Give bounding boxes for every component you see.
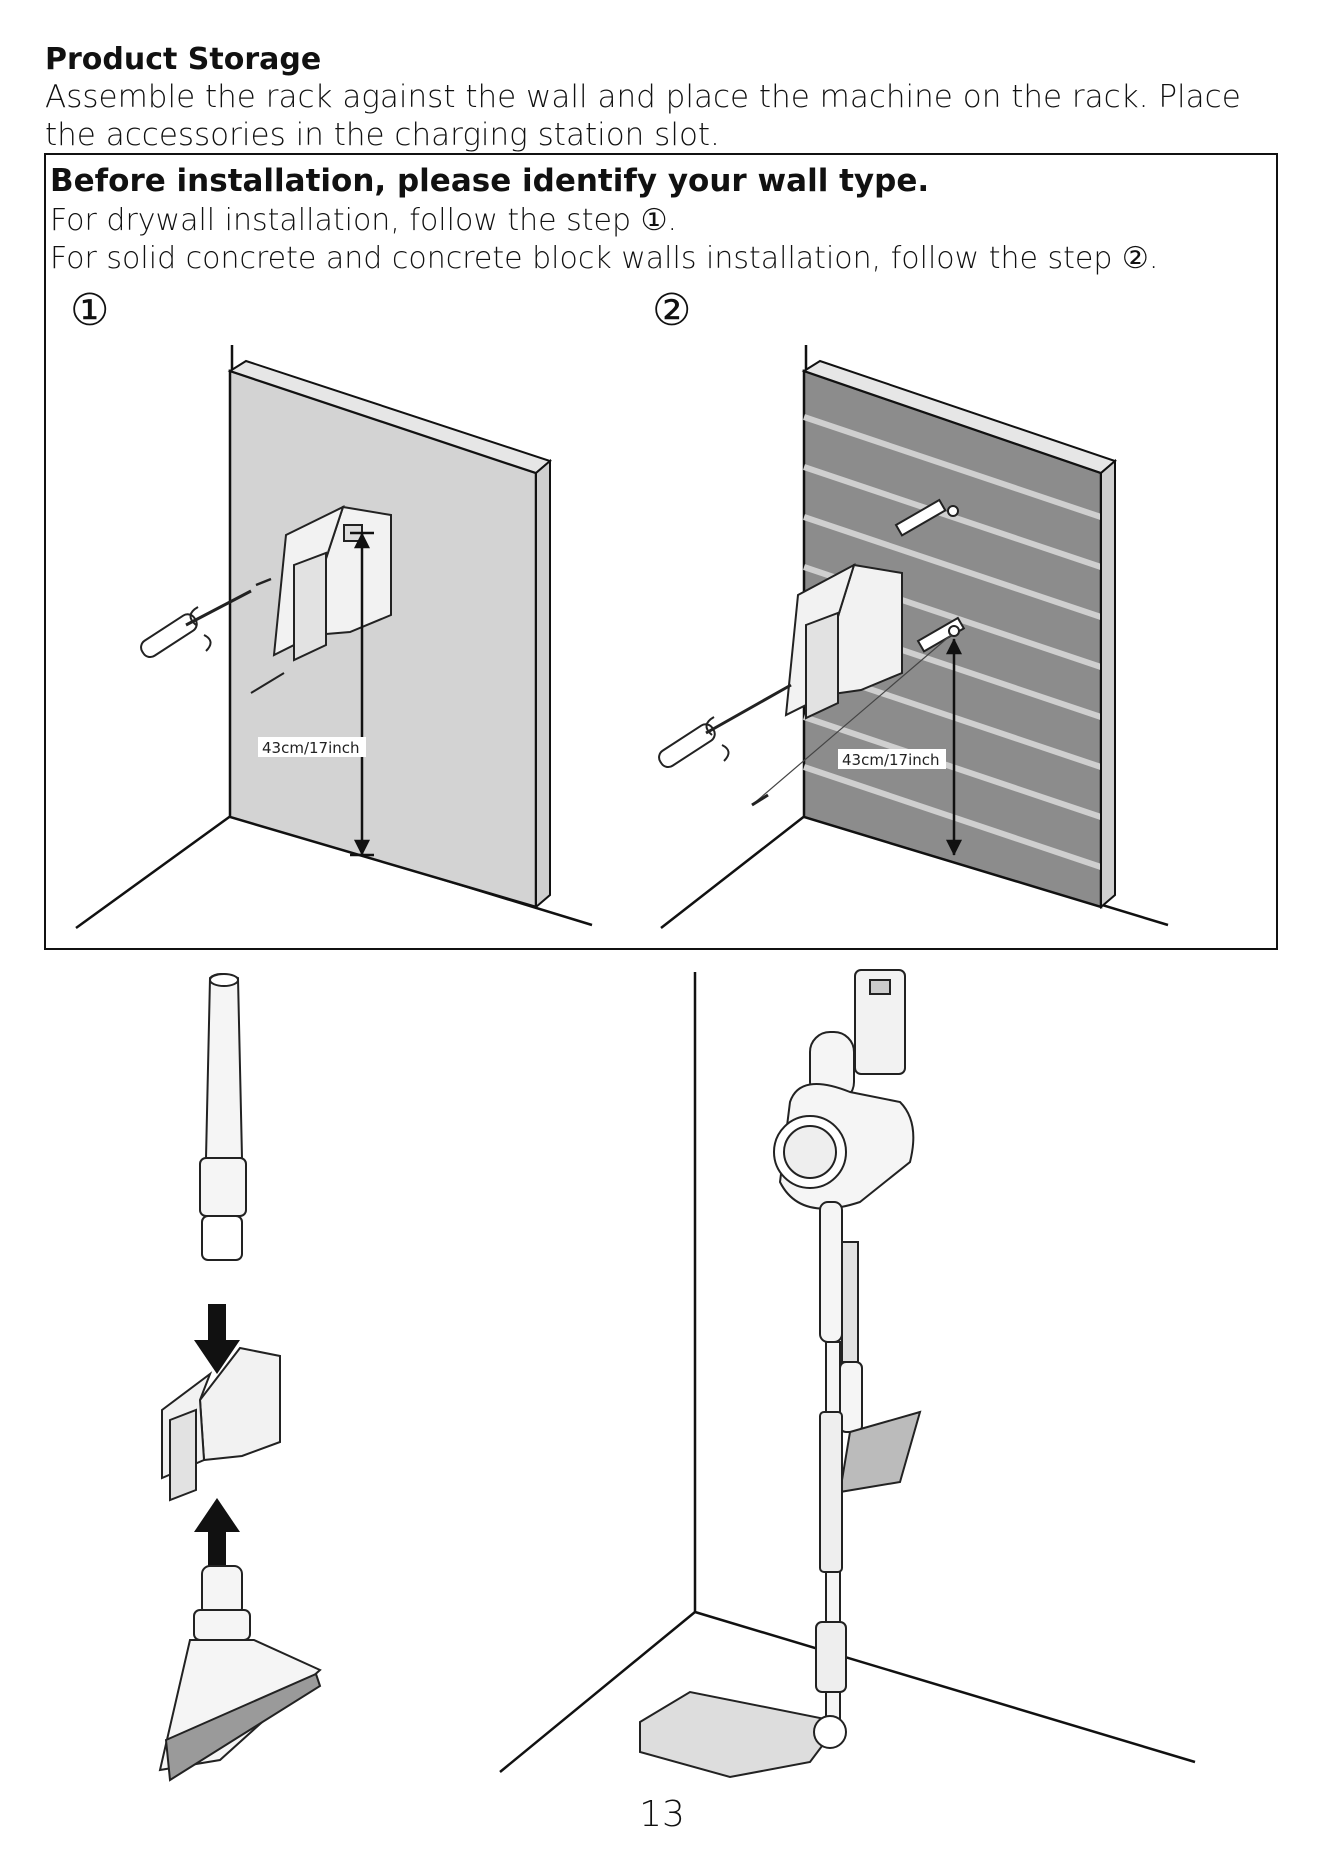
wall-rack-icon <box>784 562 903 720</box>
down-arrow-icon <box>194 1304 240 1374</box>
page-number: 13 <box>639 1794 685 1835</box>
drywall-illustration: 43cm/17inch <box>75 345 1169 930</box>
up-arrow-icon <box>194 1498 240 1570</box>
wall-rack-icon <box>272 505 392 662</box>
installation-title: Before installation, please identify you… <box>50 163 930 199</box>
charging-station-icon <box>854 969 906 1075</box>
height-dimension-arrow <box>350 531 374 857</box>
step-1-number: ① <box>70 285 110 336</box>
step-2-dimension-label: 43cm/17inch <box>842 751 940 769</box>
crevice-tool-icon <box>199 973 247 1261</box>
screwdriver-icon <box>658 683 792 769</box>
concrete-instruction: For solid concrete and concrete block wa… <box>50 241 1159 276</box>
step-1-dimension-label: 43cm/17inch <box>262 739 360 757</box>
accessory-rack-icon <box>161 1346 281 1502</box>
vacuum-storage-illustration <box>499 969 1196 1779</box>
vacuum-cleaner-icon <box>639 1031 922 1779</box>
brush-tool-icon <box>158 1565 322 1782</box>
screwdriver-icon <box>140 589 252 659</box>
drywall-instruction: For drywall installation, follow the ste… <box>50 203 678 238</box>
installation-box: Before installation, please identify you… <box>44 153 1278 950</box>
intro-text: Assemble the rack against the wall and p… <box>45 79 1241 153</box>
section-heading: Product Storage <box>45 42 322 77</box>
accessory-storage-illustration <box>158 973 322 1782</box>
wall-anchor-icon <box>894 498 966 653</box>
height-dimension-arrow <box>945 638 963 856</box>
step-2-number: ② <box>652 285 692 336</box>
